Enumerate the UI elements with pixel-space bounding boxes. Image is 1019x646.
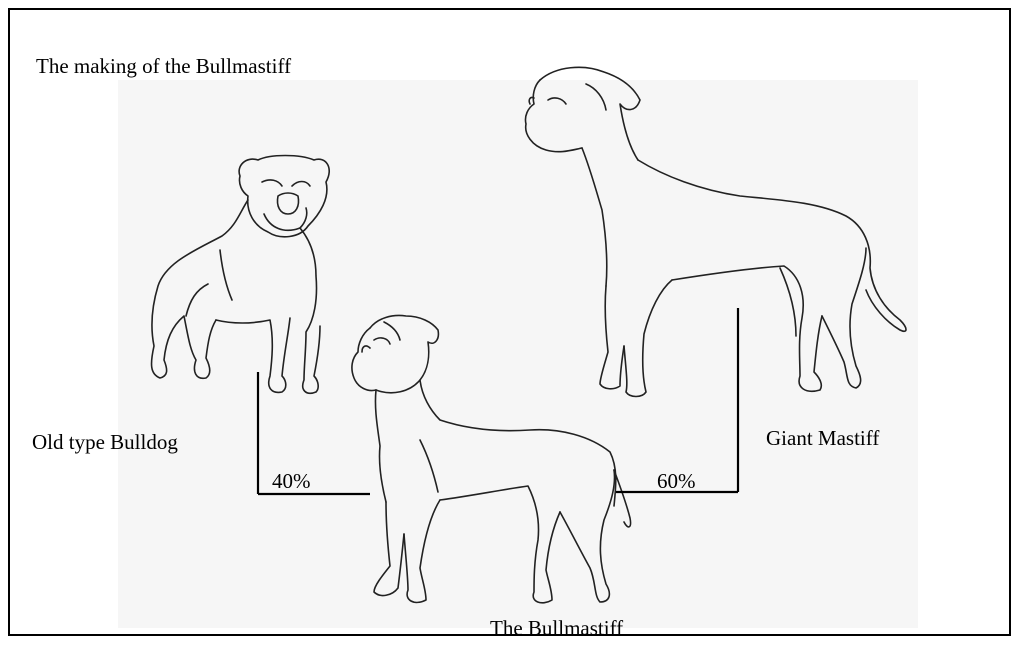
bullmastiff-label: The Bullmastiff [490, 618, 623, 639]
bulldog-label: Old type Bulldog [32, 432, 178, 453]
mastiff-percentage: 60% [657, 471, 696, 492]
bulldog-percentage: 40% [272, 471, 311, 492]
mastiff-label: Giant Mastiff [766, 428, 879, 449]
paper-background [118, 80, 918, 628]
diagram-title: The making of the Bullmastiff [36, 56, 291, 77]
